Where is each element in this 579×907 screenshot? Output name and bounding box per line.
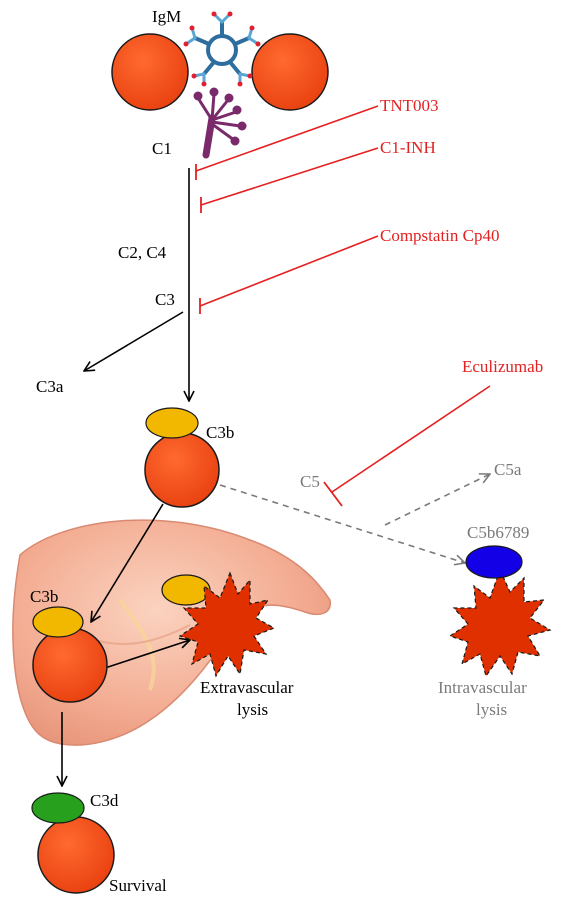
label-c5: C5 [300,472,320,491]
label-c3: C3 [155,290,175,309]
c3d-fragment-icon [31,792,85,824]
label-c1-inh: C1-INH [380,138,436,157]
label-compstatin: Compstatin Cp40 [380,226,499,245]
cell-right [251,33,329,111]
label-extravascular-1: Extravascular [200,678,294,697]
label-tnt003: TNT003 [380,96,439,115]
label-survival: Survival [109,876,167,895]
intravascular-lysis-burst [448,545,552,678]
survival-cell [31,792,115,894]
cell-left [111,33,189,111]
c3-to-c3a-arrow [84,311,184,371]
label-extravascular-2: lysis [237,700,268,719]
label-c1: C1 [152,139,172,158]
label-c5a: C5a [494,460,522,479]
mac-complex-icon [465,545,523,579]
igm-complex [111,11,329,159]
label-igm: IgM [152,7,181,26]
extravascular-lysis-burst [161,571,276,678]
liver-cell [32,606,108,703]
grey-labels: C5 C5a C5b6789 Intravascular lysis [300,460,529,719]
c3b-to-mac-dashed-arrow [219,484,465,563]
c3b-fragment-icon [161,574,211,606]
label-c3a: C3a [36,377,64,396]
labels: IgM C1 C2, C4 C3 C3a C3b C3b C3d Surviva… [30,7,294,895]
to-c5a-dashed-arrow [384,474,490,526]
c3b-fragment-icon [32,606,84,638]
label-c2c4: C2, C4 [118,243,167,262]
label-c3d: C3d [90,791,119,810]
inhibitor-lines [195,105,491,507]
label-intravascular-1: Intravascular [438,678,527,697]
c1-complex-icon [193,87,247,159]
c3b-opsonized-cell [144,407,220,508]
pathway-lines [62,168,490,786]
label-intravascular-2: lysis [476,700,507,719]
label-eculizumab: Eculizumab [462,357,543,376]
inhibitor-labels: TNT003 C1-INH Compstatin Cp40 Eculizumab [380,96,543,376]
igm-pentamer-icon [183,11,261,87]
label-c5b6789: C5b6789 [467,523,529,542]
c3b-to-liver-arrow [91,503,164,622]
label-c3b-liver: C3b [30,587,58,606]
c3b-fragment-icon [145,407,199,439]
liver-to-lysis-arrow [104,640,190,669]
label-c3b-top: C3b [206,423,234,442]
